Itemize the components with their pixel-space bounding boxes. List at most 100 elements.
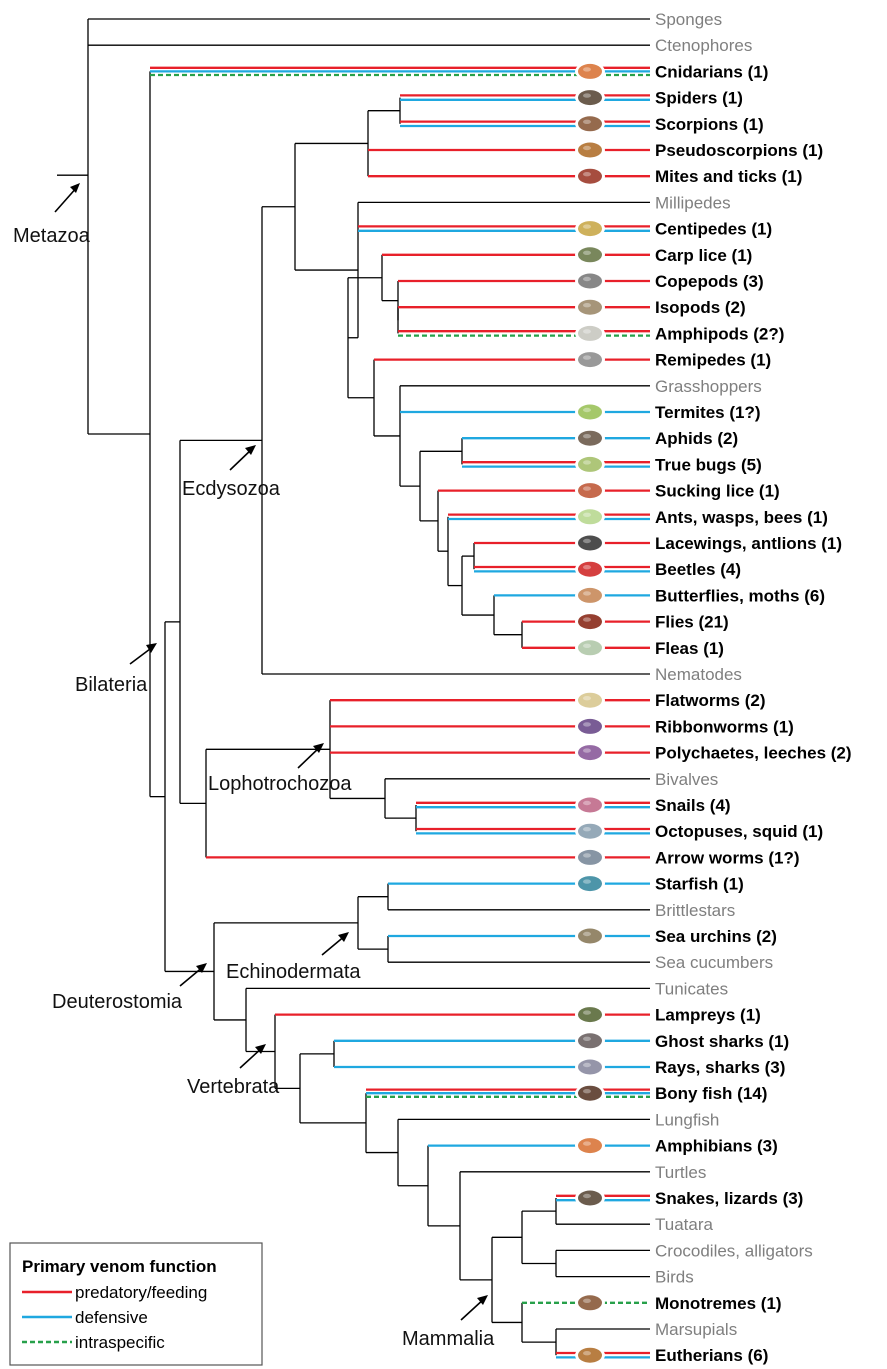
jellyfish-icon bbox=[575, 62, 605, 81]
centipede-icon bbox=[575, 219, 605, 238]
taxon-label: Bivalves bbox=[655, 770, 718, 789]
ribbonworm-icon bbox=[575, 717, 605, 736]
taxon-label: Isopods (2) bbox=[655, 298, 746, 317]
venom-function-branches bbox=[150, 66, 650, 1359]
taxon-label: Millipedes bbox=[655, 193, 731, 212]
taxon-label: Lacewings, antlions (1) bbox=[655, 534, 842, 553]
copepod-icon bbox=[575, 272, 605, 290]
taxon-label: Rays, sharks (3) bbox=[655, 1058, 785, 1077]
legend-box bbox=[9, 1242, 263, 1366]
taxon-label: Centipedes (1) bbox=[655, 220, 772, 239]
metazoa-arrowhead bbox=[70, 183, 80, 193]
fly-icon bbox=[575, 612, 605, 631]
taxon-label: Sea cucumbers bbox=[655, 953, 773, 972]
taxon-label: Amphipods (2?) bbox=[655, 324, 784, 343]
clade-label-metazoa: Metazoa bbox=[13, 225, 91, 247]
clade-label-lophotrochozoa: Lophotrochozoa bbox=[208, 773, 352, 795]
lacewing-icon bbox=[575, 534, 605, 552]
snail-icon bbox=[575, 796, 605, 814]
taxon-label: Sponges bbox=[655, 10, 722, 29]
salamander-icon bbox=[575, 1136, 605, 1155]
taxon-label: Sucking lice (1) bbox=[655, 482, 780, 501]
ecdysozoa-arrowhead bbox=[245, 445, 256, 455]
clade-labels: Metazoa Bilateria Ecdysozoa Lophotrochoz… bbox=[13, 183, 495, 1350]
taxon-label: Ctenophores bbox=[655, 36, 752, 55]
lophotrochozoa-arrowhead bbox=[313, 743, 324, 753]
taxon-label: True bugs (5) bbox=[655, 455, 762, 474]
taxon-label: Ants, wasps, bees (1) bbox=[655, 508, 828, 527]
taxon-label: Cnidarians (1) bbox=[655, 62, 768, 81]
taxon-label: Birds bbox=[655, 1268, 694, 1287]
polychaete-icon bbox=[575, 743, 605, 762]
taxon-label: Fleas (1) bbox=[655, 639, 724, 658]
taxon-label: Polychaetes, leeches (2) bbox=[655, 744, 852, 763]
clade-label-bilateria: Bilateria bbox=[75, 674, 148, 696]
taxon-label: Starfish (1) bbox=[655, 875, 744, 894]
mammalia-arrowhead bbox=[477, 1295, 488, 1305]
taxon-label: Marsupials bbox=[655, 1320, 737, 1339]
bony-fish-icon bbox=[575, 1084, 605, 1103]
louse-icon bbox=[575, 481, 605, 500]
legend-label-defensive: defensive bbox=[75, 1308, 148, 1327]
taxon-label: Grasshoppers bbox=[655, 377, 762, 396]
starfish-icon bbox=[575, 874, 605, 893]
ant-icon bbox=[575, 507, 605, 526]
taxon-label: Flatworms (2) bbox=[655, 691, 766, 710]
mite-icon bbox=[575, 167, 605, 186]
clade-label-deuterostomia: Deuterostomia bbox=[52, 991, 183, 1013]
shrew-icon bbox=[575, 1346, 605, 1365]
taxon-label: Tunicates bbox=[655, 979, 728, 998]
taxon-label: Mites and ticks (1) bbox=[655, 167, 802, 186]
taxon-label: Lungfish bbox=[655, 1110, 719, 1129]
taxon-label: Carp lice (1) bbox=[655, 246, 752, 265]
taxon-label: Aphids (2) bbox=[655, 429, 738, 448]
echinodermata-arrowhead bbox=[338, 932, 349, 942]
taxon-label: Lampreys (1) bbox=[655, 1006, 761, 1025]
taxon-label: Turtles bbox=[655, 1163, 706, 1182]
legend: Primary venom function predatory/feeding… bbox=[9, 1242, 263, 1366]
taxon-label: Arrow worms (1?) bbox=[655, 848, 800, 867]
ghost-shark-icon bbox=[575, 1031, 605, 1050]
taxon-label: Ghost sharks (1) bbox=[655, 1032, 789, 1051]
clade-label-vertebrata: Vertebrata bbox=[187, 1076, 280, 1098]
amphipod-icon bbox=[575, 324, 605, 343]
taxon-label: Crocodiles, alligators bbox=[655, 1241, 813, 1260]
snake-icon bbox=[575, 1189, 605, 1207]
legend-label-intraspecific: intraspecific bbox=[75, 1333, 165, 1352]
taxon-label: Beetles (4) bbox=[655, 560, 741, 579]
flatworm-icon bbox=[575, 691, 605, 710]
clade-label-mammalia: Mammalia bbox=[402, 1328, 495, 1350]
taxon-label: Copepods (3) bbox=[655, 272, 764, 291]
true-bug-icon bbox=[575, 455, 605, 474]
taxon-label: Ribbonworms (1) bbox=[655, 717, 794, 736]
taxon-label: Amphibians (3) bbox=[655, 1137, 778, 1156]
beetle-icon bbox=[575, 560, 605, 579]
isopod-icon bbox=[575, 298, 605, 317]
platypus-icon bbox=[575, 1293, 605, 1312]
taxon-label: Remipedes (1) bbox=[655, 351, 771, 370]
taxon-label: Butterflies, moths (6) bbox=[655, 586, 825, 605]
legend-title: Primary venom function bbox=[22, 1257, 217, 1276]
carp-louse-icon bbox=[575, 245, 605, 264]
organism-icons bbox=[575, 62, 605, 1365]
taxon-label: Monotremes (1) bbox=[655, 1294, 782, 1313]
termite-icon bbox=[575, 403, 605, 421]
spider-icon bbox=[575, 88, 605, 107]
bilateria-arrowhead bbox=[146, 643, 157, 653]
taxon-label: Brittlestars bbox=[655, 901, 735, 920]
caterpillar-icon bbox=[575, 586, 605, 605]
deuterostomia-arrowhead bbox=[196, 963, 207, 973]
taxon-label: Nematodes bbox=[655, 665, 742, 684]
aphid-icon bbox=[575, 429, 605, 448]
vertebrata-arrowhead bbox=[255, 1044, 266, 1054]
clade-label-echinodermata: Echinodermata bbox=[226, 961, 361, 983]
taxon-label: Snails (4) bbox=[655, 796, 731, 815]
octopus-icon bbox=[575, 822, 605, 841]
sea-urchin-icon bbox=[575, 927, 605, 945]
lamprey-icon bbox=[575, 1005, 605, 1024]
legend-label-predatory: predatory/feeding bbox=[75, 1283, 207, 1302]
scorpion-icon bbox=[575, 114, 605, 133]
flea-icon bbox=[575, 638, 605, 657]
